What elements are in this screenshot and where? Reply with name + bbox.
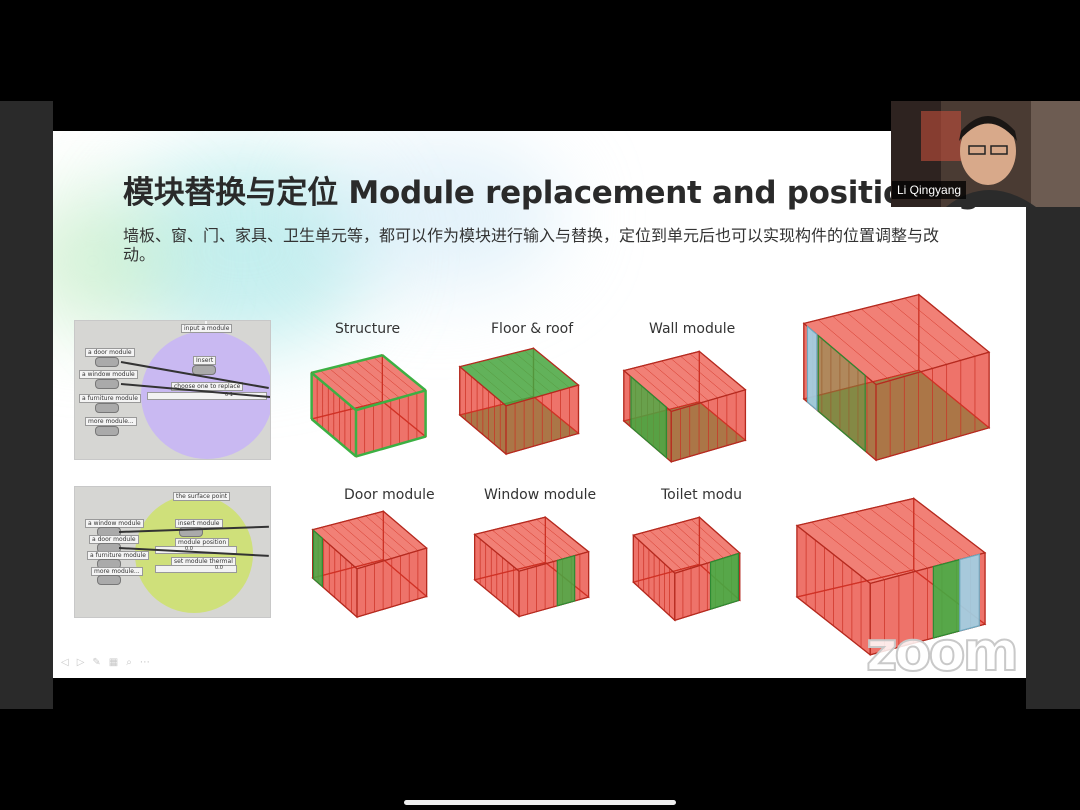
pen-icon[interactable]: ✎ bbox=[92, 657, 101, 668]
blue-glow bbox=[313, 141, 563, 291]
grid-icon[interactable]: ▦ bbox=[108, 657, 119, 668]
more-icon[interactable]: ⋯ bbox=[139, 657, 150, 668]
zoom-watermark: zoom bbox=[865, 619, 1020, 684]
label-floor-roof: Floor & roof bbox=[491, 321, 574, 337]
slide-description: 墙板、窗、门、家具、卫生单元等，都可以作为模块进行输入与替换，定位到单元后也可以… bbox=[123, 226, 940, 264]
gh-top-choose-value: 0 1 bbox=[225, 392, 233, 398]
gh-top-item-1: a door module bbox=[85, 348, 135, 357]
wall-module-image bbox=[622, 350, 747, 464]
gh-top-item-3: a furniture module bbox=[79, 394, 141, 403]
gh-bottom-rotate-value: 0.0 bbox=[215, 565, 223, 571]
toilet-module-image bbox=[632, 515, 741, 622]
gh-top-title-tag: input a module bbox=[181, 324, 233, 333]
gh-top-knob-3[interactable] bbox=[95, 403, 119, 413]
back-icon[interactable]: ◁ bbox=[61, 657, 69, 668]
label-window-module: Window module bbox=[484, 487, 597, 503]
gh-top-item-2: a window module bbox=[79, 370, 138, 379]
shared-slide: 模块替换与定位 Module replacement and positioni… bbox=[53, 131, 1026, 678]
gh-top-knob-2[interactable] bbox=[95, 379, 119, 389]
gh-bottom-knob-4[interactable] bbox=[97, 575, 121, 585]
label-toilet-module: Toilet modu bbox=[661, 487, 743, 503]
forward-icon[interactable]: ▷ bbox=[76, 657, 85, 668]
gh-top-knob-4[interactable] bbox=[95, 426, 119, 436]
structure-module-image bbox=[310, 353, 427, 458]
label-wall-module: Wall module bbox=[649, 321, 736, 337]
gh-bottom-position-value: 0.0 bbox=[185, 546, 193, 552]
large-module-image-top bbox=[802, 293, 991, 462]
slide-title: 模块替换与定位 Module replacement and positioni… bbox=[123, 175, 980, 211]
gh-bottom-rotate-slider[interactable] bbox=[155, 565, 237, 573]
home-indicator[interactable] bbox=[404, 800, 676, 805]
grasshopper-diagram-bottom: the surface point a window module a door… bbox=[74, 486, 271, 618]
large-module-image-bottom bbox=[795, 497, 987, 657]
label-structure: Structure bbox=[335, 321, 401, 337]
grasshopper-diagram-top: input a module a door module a window mo… bbox=[74, 320, 271, 460]
gh-top-insert-knob[interactable] bbox=[192, 365, 216, 375]
floor-roof-module-image bbox=[458, 347, 580, 456]
gh-top-item-4: more module... bbox=[85, 417, 137, 426]
participant-name-label: Li Qingyang bbox=[892, 181, 967, 199]
label-door-module: Door module bbox=[344, 487, 435, 503]
gh-top-knob-1[interactable] bbox=[95, 357, 119, 367]
slide-toolbar: ◁ ▷ ✎ ▦ ⌕ ⋯ bbox=[61, 657, 150, 668]
left-video-panel bbox=[0, 101, 53, 709]
gh-top-insert-tag: Insert bbox=[193, 356, 217, 365]
search-icon[interactable]: ⌕ bbox=[126, 657, 132, 668]
door-module-image bbox=[311, 510, 428, 619]
window-module-image bbox=[473, 515, 590, 618]
gh-bottom-title-tag: the surface point bbox=[173, 492, 231, 501]
